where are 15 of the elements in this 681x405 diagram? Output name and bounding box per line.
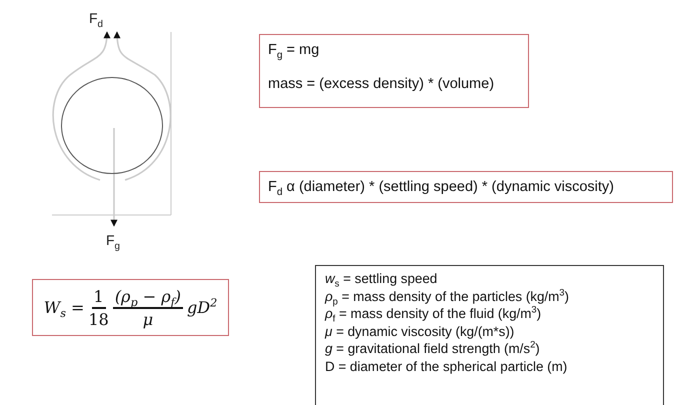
definition-text: μ = dynamic viscosity (kg/(m*s)) xyxy=(325,322,516,340)
arrow xyxy=(52,31,110,181)
force-label: F$_{d}$ xyxy=(76,8,116,30)
force-label: F$_{g}$ xyxy=(93,230,133,252)
definition-text: D = diameter of the spherical particle (m) xyxy=(325,358,568,375)
definition-text: ρ$_{f}$ = mass density of the fluid (kg/m$^{3}$) xyxy=(325,305,542,322)
definition-text: g = gravitational field strength (m/s$^{2}$) xyxy=(325,340,541,358)
arrow xyxy=(110,128,118,227)
particle-circle xyxy=(61,77,163,174)
definition-text: ρ$_{p}$ = mass density of the particles (kg/m$^{3}$) xyxy=(325,288,570,305)
equation-text: mass = (excess density) * (volume) xyxy=(268,75,496,94)
equation-text: F$_{d}$ α (diameter) * (settling speed) * (dynamic viscosity) xyxy=(268,178,616,198)
arrow xyxy=(114,31,172,181)
equation-text: F$_{g}$ = mg xyxy=(268,41,320,61)
definition-text: w$_{s}$ = settling speed xyxy=(325,270,438,288)
